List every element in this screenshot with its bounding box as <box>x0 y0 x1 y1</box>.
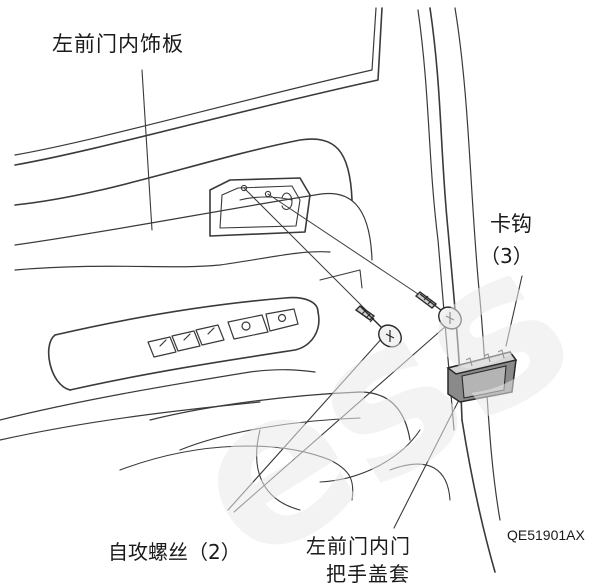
screw-hole-2 <box>264 190 272 198</box>
label-screws: 自攻螺丝（2） <box>108 540 241 564</box>
handle-lever <box>239 196 293 201</box>
window-frame-outer <box>14 7 383 166</box>
pocket-curve-2 <box>179 417 361 451</box>
label-clip: 卡钩 <box>490 212 532 236</box>
armrest-front <box>47 334 71 391</box>
leader-trim-panel <box>141 69 153 231</box>
label-clip-count: （3） <box>480 244 533 268</box>
screw-right <box>414 291 462 330</box>
window-switches <box>147 308 299 358</box>
panel-upper-line-2 <box>14 193 373 261</box>
door-edge-outer <box>454 7 501 521</box>
leader-screws-1 <box>227 335 385 511</box>
leader-screw-a <box>243 187 373 317</box>
handle-recess-inner <box>219 185 301 229</box>
handle-bump <box>281 192 293 211</box>
handle-cover-part <box>446 349 518 403</box>
door-pocket <box>149 391 411 441</box>
lower-curve-2 <box>319 429 421 483</box>
panel-upper-line <box>14 138 353 206</box>
leader-screw-b <box>267 193 437 307</box>
screw-hole-1 <box>240 184 248 192</box>
bracket-line <box>319 269 363 289</box>
pocket-curve-3 <box>256 429 301 511</box>
leader-clip <box>505 275 523 347</box>
panel-upper-line-3 <box>14 251 331 271</box>
figure-code: QE51901AX <box>507 527 585 543</box>
label-handle-cover-2: 把手盖套 <box>326 562 410 584</box>
armrest-top <box>54 296 319 336</box>
armrest-bottom <box>69 311 320 391</box>
lower-curve-3 <box>389 463 451 501</box>
leader-handle-cover <box>393 385 467 529</box>
handle-recess <box>209 177 311 237</box>
label-handle-cover-1: 左前门内门 <box>306 534 411 558</box>
label-trim-panel: 左前门内饰板 <box>52 32 184 56</box>
leader-screws-2 <box>233 325 447 513</box>
screw-left <box>354 305 402 348</box>
window-frame-inner <box>14 7 377 156</box>
armrest-lower-sweep <box>0 369 316 421</box>
door-edge-lower <box>461 419 496 573</box>
